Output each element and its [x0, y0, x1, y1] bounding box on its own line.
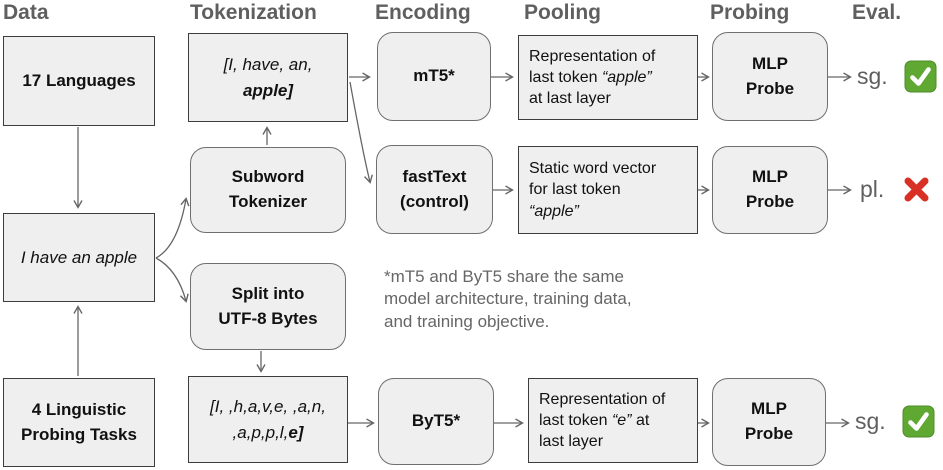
mlp-probe-box-3: MLP Probe: [712, 378, 826, 466]
pooling-byt5-post: at last layer: [539, 411, 650, 451]
pooling-mt5-box: Representation of last token “apple” at …: [518, 35, 698, 120]
footnote: *mT5 and ByT5 share the same model archi…: [384, 267, 632, 331]
byt5-box: ByT5*: [378, 378, 494, 465]
languages-box: 17 Languages: [3, 36, 155, 126]
mlp-probe-box-1: MLP Probe: [712, 32, 828, 121]
pooling-mt5-text: Representation of last token “apple” at …: [529, 46, 655, 109]
split-utf8-label: Split into UTF-8 Bytes: [218, 283, 318, 328]
byte-tokens-box: [I, ,h,a,v,e, ,a,n, ,a,p,p,l,e]: [188, 376, 348, 463]
pooling-byt5-italic: “e”: [611, 411, 632, 429]
probing-tasks-box: 4 Linguistic Probing Tasks: [3, 378, 155, 467]
split-utf8-box: Split into UTF-8 Bytes: [190, 263, 346, 350]
red-cross-icon: [904, 177, 929, 202]
byte-tokens-text: [I, ,h,a,v,e, ,a,n, ,a,p,p,l,e]: [210, 394, 326, 445]
mlp-probe-label-2: MLP Probe: [745, 167, 795, 211]
eval-row-1: sg.: [857, 60, 937, 93]
byte-tokens-bold: e]: [288, 422, 304, 442]
probing-tasks-label: 4 Linguistic Probing Tasks: [21, 399, 137, 444]
pooling-fasttext-italic: “apple”: [529, 202, 579, 220]
subword-tokens-pre: [I, have, an,: [223, 55, 313, 74]
pooling-fasttext-pre: Static word vector for last token: [529, 160, 657, 199]
header-pooling: Pooling: [524, 1, 601, 24]
fasttext-label: fastText (control): [400, 166, 469, 211]
header-eval: Eval.: [852, 1, 902, 24]
header-encoding: Encoding: [375, 1, 471, 24]
pooling-mt5-post: at last layer: [529, 90, 611, 108]
mlp-probe-label-1: MLP Probe: [745, 53, 795, 98]
fasttext-box: fastText (control): [376, 145, 493, 234]
pooling-mt5-pre: Representation of last token: [529, 47, 656, 86]
subword-tokenizer-label: Subword Tokenizer: [228, 167, 308, 211]
byte-tokens-pre: [I, ,h,a,v,e, ,a,n, ,a,p,p,l,: [210, 397, 326, 442]
eval-row-3: sg.: [855, 405, 935, 438]
header-tokenization: Tokenization: [190, 1, 317, 24]
pooling-byt5-box: Representation of last token “e” at last…: [528, 378, 698, 463]
pooling-mt5-italic: “apple”: [601, 68, 652, 86]
eval-label-pl: pl.: [860, 176, 885, 202]
mlp-probe-box-2: MLP Probe: [712, 146, 828, 234]
subword-tokens-bold: apple]: [242, 80, 294, 100]
sentence-label: I have an apple: [20, 247, 138, 267]
mt5-label: mT5*: [413, 66, 455, 86]
green-check-icon: [904, 60, 937, 93]
green-check-icon: [902, 405, 935, 438]
mt5-box: mT5*: [377, 32, 491, 121]
subword-tokenizer-box: Subword Tokenizer: [190, 147, 346, 233]
byt5-label: ByT5*: [411, 411, 461, 431]
subword-tokens-text: [I, have, an, apple]: [224, 52, 313, 103]
eval-label-sg-2: sg.: [855, 408, 886, 434]
sentence-box: I have an apple: [3, 213, 155, 302]
pooling-fasttext-box: Static word vector for last token “apple…: [518, 146, 698, 234]
eval-label-sg-1: sg.: [857, 63, 888, 89]
subword-tokens-box: [I, have, an, apple]: [188, 33, 348, 122]
languages-label: 17 Languages: [22, 70, 136, 90]
header-data: Data: [3, 1, 49, 24]
eval-row-2: pl.: [860, 173, 933, 206]
pooling-fasttext-text: Static word vector for last token “apple…: [529, 158, 656, 221]
mlp-probe-label-3: MLP Probe: [744, 399, 794, 443]
pooling-byt5-text: Representation of last token “e” at last…: [539, 389, 665, 452]
pooling-byt5-pre: Representation of last token: [539, 390, 666, 429]
header-probing: Probing: [710, 1, 790, 24]
